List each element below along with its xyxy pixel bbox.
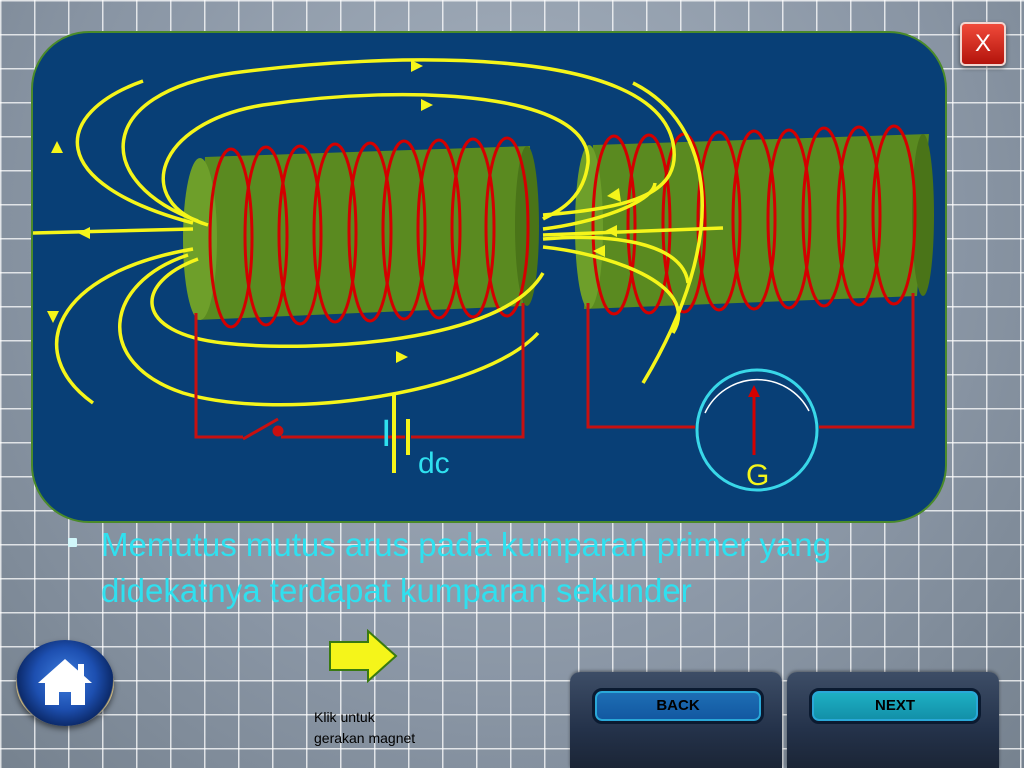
home-button[interactable] xyxy=(16,640,114,726)
close-button[interactable]: X xyxy=(960,22,1006,66)
dc-label: dc xyxy=(418,447,450,480)
bullet-marker xyxy=(68,538,77,547)
bullet-line-1: Memutus mutus arus pada kumparan primer … xyxy=(101,526,831,563)
next-button[interactable]: NEXT xyxy=(809,688,981,724)
battery xyxy=(392,395,410,473)
induction-diagram: I dc G xyxy=(33,58,934,492)
current-label: I xyxy=(381,413,392,455)
magnetic-field-lines xyxy=(33,58,724,407)
home-icon xyxy=(38,659,92,705)
secondary-circuit xyxy=(586,293,915,429)
back-button[interactable]: BACK xyxy=(592,688,764,724)
galvanometer xyxy=(695,368,819,492)
right-arrow-icon[interactable] xyxy=(328,629,398,683)
caption-line-2: gerakan magnet xyxy=(314,730,416,746)
next-tab: NEXT xyxy=(787,672,999,768)
arrow-caption: Klik untuk gerakan magnet xyxy=(314,707,415,749)
galvanometer-label: G xyxy=(746,459,769,492)
caption-line-1: Klik untuk xyxy=(314,709,375,725)
field-arrows xyxy=(47,60,621,363)
diagram-panel: I dc G xyxy=(31,31,947,523)
secondary-coil xyxy=(575,124,934,316)
back-tab: BACK xyxy=(570,672,782,768)
primary-coil xyxy=(183,136,539,329)
primary-circuit xyxy=(194,303,525,441)
bullet-line-2: didekatnya terdapat kumparan sekunder xyxy=(101,572,692,609)
